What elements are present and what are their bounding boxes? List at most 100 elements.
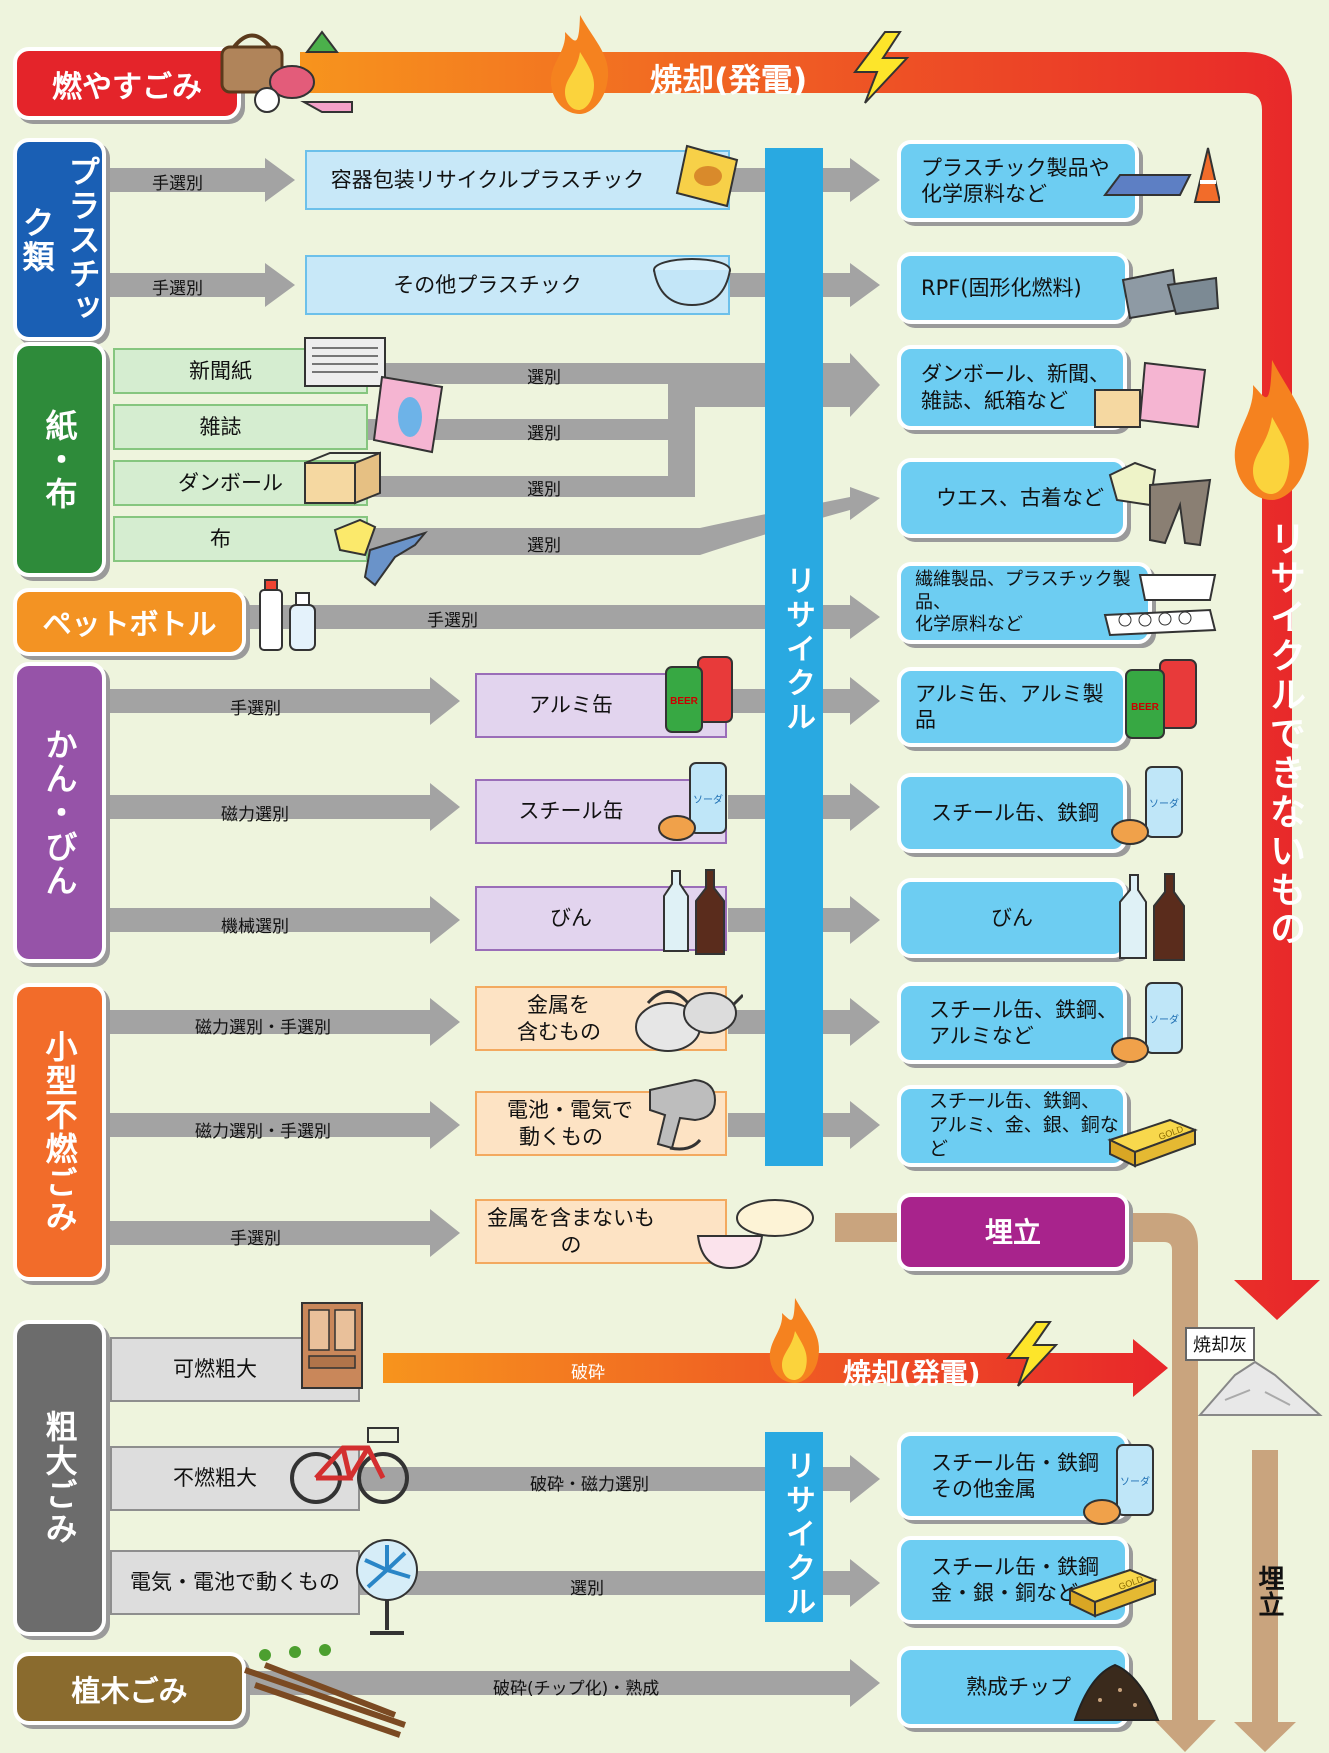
branches-icon	[244, 1644, 406, 1738]
newspaper-icon	[304, 337, 386, 387]
box-cloth-label: 布	[210, 526, 231, 551]
dest-line: アルミ、金、銀、銅など	[929, 1114, 1119, 1160]
soda-can-text: ソーダ	[693, 793, 723, 806]
soda-can-icon: ソーダ	[658, 762, 727, 841]
category-cans: かん・びん	[13, 662, 106, 963]
landfill-vertical-label: 埋立	[1254, 1565, 1284, 1617]
arrow-cans-2	[95, 783, 460, 831]
arrow-paper-merge	[365, 353, 880, 497]
box-other-plastic: その他プラスチック	[305, 255, 730, 315]
dest-line: びん	[991, 905, 1033, 930]
process-label: 選別	[527, 368, 561, 388]
dest-line: 繊維製品、プラスチック製品、	[915, 569, 1131, 613]
recycle-label-main: リサイクル	[780, 565, 815, 735]
category-plastic-label: プラスチック類	[17, 154, 102, 325]
box-aluminum-label: アルミ缶	[529, 693, 613, 718]
beer-can-text: BEER	[1131, 702, 1160, 713]
dest-metals-1: スチール缶、鉄鋼、アルミなど	[897, 982, 1127, 1064]
process-label: 磁力選別・手選別	[195, 1018, 331, 1038]
dest-line: スチール缶・鉄鋼	[931, 1450, 1099, 1475]
dishes-icon	[696, 1199, 814, 1270]
burnable-trash-icon	[220, 30, 353, 113]
dest-line: スチール缶・鉄鋼	[931, 1554, 1099, 1579]
clothes-icon	[333, 518, 428, 587]
arrow-small-1	[95, 998, 460, 1046]
category-burnable-label: 燃やすごみ	[52, 69, 202, 105]
rpf-fuel-icon	[1121, 268, 1220, 320]
arrow-bulky-3	[360, 1559, 880, 1607]
soda-can-text: ソーダ	[1120, 1475, 1150, 1488]
soda-can-icon: ソーダ	[1111, 766, 1183, 845]
gold-bar-icon: GOLD	[1067, 1568, 1158, 1618]
arrow-small-2	[95, 1101, 460, 1149]
soda-can-text: ソーダ	[1149, 1013, 1179, 1026]
fire-icon	[1234, 360, 1309, 500]
dest-line: 熟成チップ	[966, 1674, 1071, 1699]
recycle-bar-bulky	[765, 1432, 823, 1622]
process-label: 機械選別	[221, 917, 289, 937]
box-magazine-label: 雑誌	[199, 414, 242, 439]
clothes-icon	[1108, 461, 1212, 547]
category-cans-label: かん・びん	[40, 727, 79, 898]
recycle-bar-main	[765, 148, 823, 1166]
ash-pile-icon	[1197, 1360, 1323, 1416]
category-small: 小型不燃ごみ	[13, 983, 106, 1281]
dest-rags: ウエス、古着など	[897, 458, 1127, 538]
dest-line: アルミ缶、アルミ製品	[915, 681, 1104, 732]
dest-line: 金・銀・銅など	[931, 1581, 1078, 1605]
snack-bag-icon	[675, 144, 739, 208]
dest-line: アルミなど	[929, 1024, 1034, 1048]
box-newspaper-label: 新聞紙	[189, 358, 252, 383]
box-electric-items-line1: 電池・電気で	[507, 1098, 633, 1123]
dest-rpf: RPF(固形化燃料)	[897, 252, 1129, 324]
arrow-pet	[240, 595, 880, 639]
pet-bottle-icon	[259, 579, 316, 651]
arrow-bulky-2	[360, 1455, 880, 1503]
arrow-cans-1	[95, 677, 460, 725]
landfill-label: 埋立	[984, 1215, 1041, 1249]
category-small-label: 小型不燃ごみ	[40, 1030, 79, 1234]
wood-chips-icon	[1073, 1663, 1160, 1721]
dest-line: ウエス、古着など	[936, 485, 1104, 510]
beer-can-icon: BEER	[1125, 659, 1197, 739]
dest-steel: スチール缶、鉄鋼	[897, 773, 1127, 853]
landfill-box: 埋立	[897, 1193, 1129, 1271]
plastic-bowl-icon	[653, 258, 731, 307]
box-magazine: 雑誌	[113, 404, 368, 450]
category-paper-label: 紙・布	[40, 408, 79, 511]
arrow-small-3	[95, 1209, 460, 1257]
process-label: 選別	[527, 536, 561, 556]
electric-fan-icon	[356, 1539, 418, 1635]
category-bulky: 粗大ごみ	[13, 1320, 106, 1636]
bicycle-icon	[290, 1427, 409, 1504]
gold-bar-icon: GOLD	[1107, 1118, 1198, 1168]
process-label: 手選別	[427, 611, 478, 631]
process-label: 磁力選別・手選別	[195, 1122, 331, 1142]
process-label: 手選別	[230, 1229, 281, 1249]
dest-line: 化学原料など	[921, 182, 1047, 206]
arrow-plastic-2	[95, 263, 295, 307]
process-label: 破砕(チップ化)・熟成	[493, 1679, 660, 1699]
egg-tray-icon	[1103, 574, 1217, 637]
fire-icon	[550, 15, 609, 114]
soda-can-text: ソーダ	[1149, 797, 1179, 810]
box-nonburnable-bulky-label: 不燃粗大	[173, 1466, 257, 1491]
category-plastic: プラスチック類	[13, 138, 106, 341]
dest-line: 雑誌、紙箱など	[921, 388, 1068, 413]
box-electric-bulky-label: 電気・電池で動くもの	[130, 1570, 340, 1595]
dest-line: スチール缶、鉄鋼、	[929, 1090, 1101, 1113]
box-metal-items-line2: 含むもの	[517, 1019, 601, 1044]
box-electric-items-line2: 動くもの	[519, 1124, 603, 1149]
bottle-icon	[1119, 873, 1185, 961]
soda-can-icon: ソーダ	[1111, 982, 1183, 1063]
category-bulky-label: 粗大ごみ	[40, 1410, 79, 1546]
process-label: 選別	[570, 1579, 604, 1599]
box-container-plastic-label: 容器包装リサイクルプラスチック	[330, 167, 645, 192]
cabinet-icon	[301, 1302, 363, 1389]
lightning-icon	[1005, 1321, 1059, 1387]
category-pet: ペットボトル	[13, 588, 246, 656]
kettle-icon	[635, 990, 743, 1052]
process-label: 選別	[527, 480, 561, 500]
lightning-icon	[853, 31, 910, 104]
